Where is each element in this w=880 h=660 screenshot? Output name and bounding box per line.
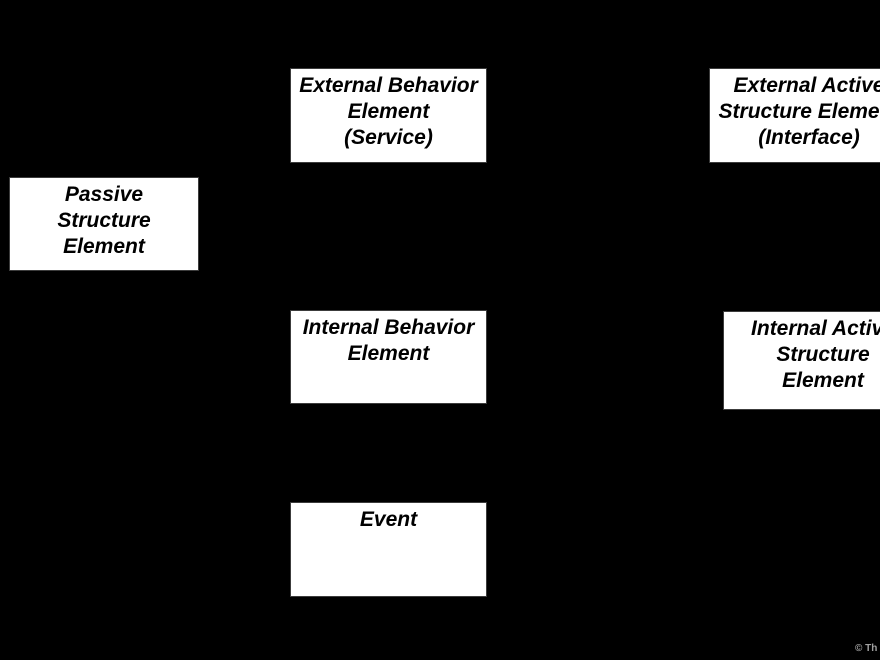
box-label-line: External Behavior bbox=[299, 74, 478, 97]
box-label-line: Passive bbox=[64, 183, 144, 206]
box-label-line: Structure bbox=[57, 209, 151, 232]
box-label-line: Internal Active bbox=[751, 317, 880, 340]
box-internal-active-structure-element: Internal Active Structure Element bbox=[723, 311, 880, 410]
box-label-line: Event bbox=[359, 508, 418, 531]
box-internal-behavior-element: Internal Behavior Element bbox=[290, 310, 487, 404]
box-passive-structure-element: Passive Structure Element bbox=[9, 177, 199, 271]
box-label-line: Structure bbox=[776, 343, 870, 366]
box-label-line: Element bbox=[347, 100, 430, 123]
box-label-line: Structure Element bbox=[718, 100, 880, 123]
copyright-watermark: © Th bbox=[855, 643, 878, 654]
box-label-line: External Active bbox=[733, 74, 880, 97]
box-label-line: Element bbox=[782, 369, 864, 392]
box-label-line: Element bbox=[63, 235, 145, 258]
box-label-line: (Service) bbox=[344, 126, 433, 149]
box-external-behavior-element: External Behavior Element (Service) bbox=[290, 68, 487, 163]
box-external-active-structure-element: External Active Structure Element (Inter… bbox=[709, 68, 880, 163]
box-label-line: Internal Behavior bbox=[302, 316, 475, 339]
box-label-line: Element bbox=[347, 342, 430, 365]
box-label-line: (Interface) bbox=[758, 126, 860, 149]
box-event: Event bbox=[290, 502, 487, 597]
